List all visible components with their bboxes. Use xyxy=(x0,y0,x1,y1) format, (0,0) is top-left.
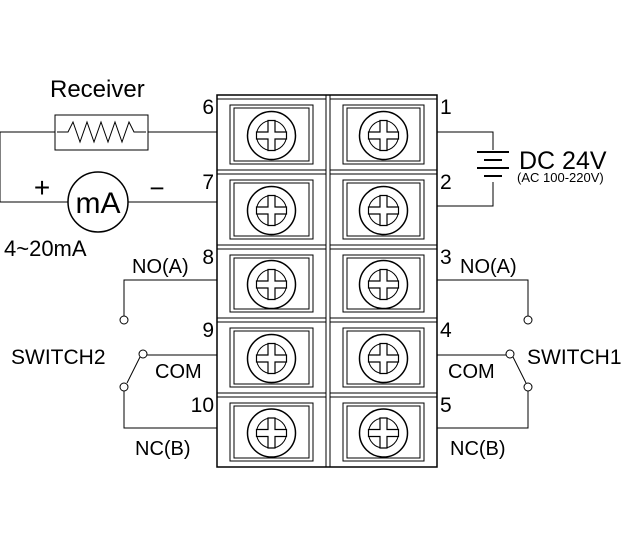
ammeter-label: mA xyxy=(76,187,121,220)
receiver-label: Receiver xyxy=(50,76,145,103)
no-left-label: NO(A) xyxy=(132,256,189,278)
terminal-right-3 xyxy=(330,244,437,313)
terminal-left-5 xyxy=(217,392,326,462)
dc-supply-label: DC 24V xyxy=(519,147,607,175)
terminal-number-right: 1 xyxy=(440,96,452,119)
terminal-number-right: 5 xyxy=(440,394,452,417)
terminal-number-left: 8 xyxy=(202,246,214,269)
terminal-number-left: 9 xyxy=(202,319,214,342)
switch1-label: SWITCH1 xyxy=(527,346,622,369)
com-right-label: COM xyxy=(448,361,495,383)
terminal-right-2 xyxy=(330,169,437,240)
com-left-label: COM xyxy=(155,361,202,383)
terminal-right-1 xyxy=(330,94,437,165)
terminal-number-right: 4 xyxy=(440,319,452,342)
battery-icon xyxy=(477,151,509,177)
ammeter-icon: mA xyxy=(67,171,129,233)
terminal-number-left: 10 xyxy=(191,394,214,417)
receiver-loop: mA Receiver + − 4~20mA xyxy=(0,76,217,261)
terminal-left-4 xyxy=(217,317,326,388)
no-right-label: NO(A) xyxy=(460,256,517,278)
terminal-screws xyxy=(217,94,437,462)
terminal-block xyxy=(216,94,438,468)
resistor-icon xyxy=(54,114,149,151)
terminal-left-2 xyxy=(217,169,326,240)
terminal-numbers: 6 1 7 2 8 3 9 4 10 5 xyxy=(191,96,452,417)
terminal-number-right: 3 xyxy=(440,246,452,269)
minus-sign: − xyxy=(149,173,164,203)
switch2: NO(A) COM NC(B) SWITCH2 xyxy=(11,256,217,460)
terminal-right-4 xyxy=(330,317,437,388)
power-supply: DC 24V (AC 100-220V) xyxy=(437,131,607,207)
terminal-right-5 xyxy=(330,392,437,462)
current-range-label: 4~20mA xyxy=(4,236,87,261)
terminal-left-3 xyxy=(217,244,326,313)
nc-right-label: NC(B) xyxy=(450,438,506,460)
switch2-label: SWITCH2 xyxy=(11,346,106,369)
terminal-number-left: 7 xyxy=(202,171,214,194)
nc-left-label: NC(B) xyxy=(135,438,191,460)
plus-sign: + xyxy=(34,172,50,203)
terminal-left-1 xyxy=(217,94,326,165)
switch1: NO(A) COM NC(B) SWITCH1 xyxy=(437,256,622,460)
ac-supply-label: (AC 100-220V) xyxy=(517,170,604,185)
terminal-number-right: 2 xyxy=(440,171,452,194)
terminal-number-left: 6 xyxy=(202,96,214,119)
